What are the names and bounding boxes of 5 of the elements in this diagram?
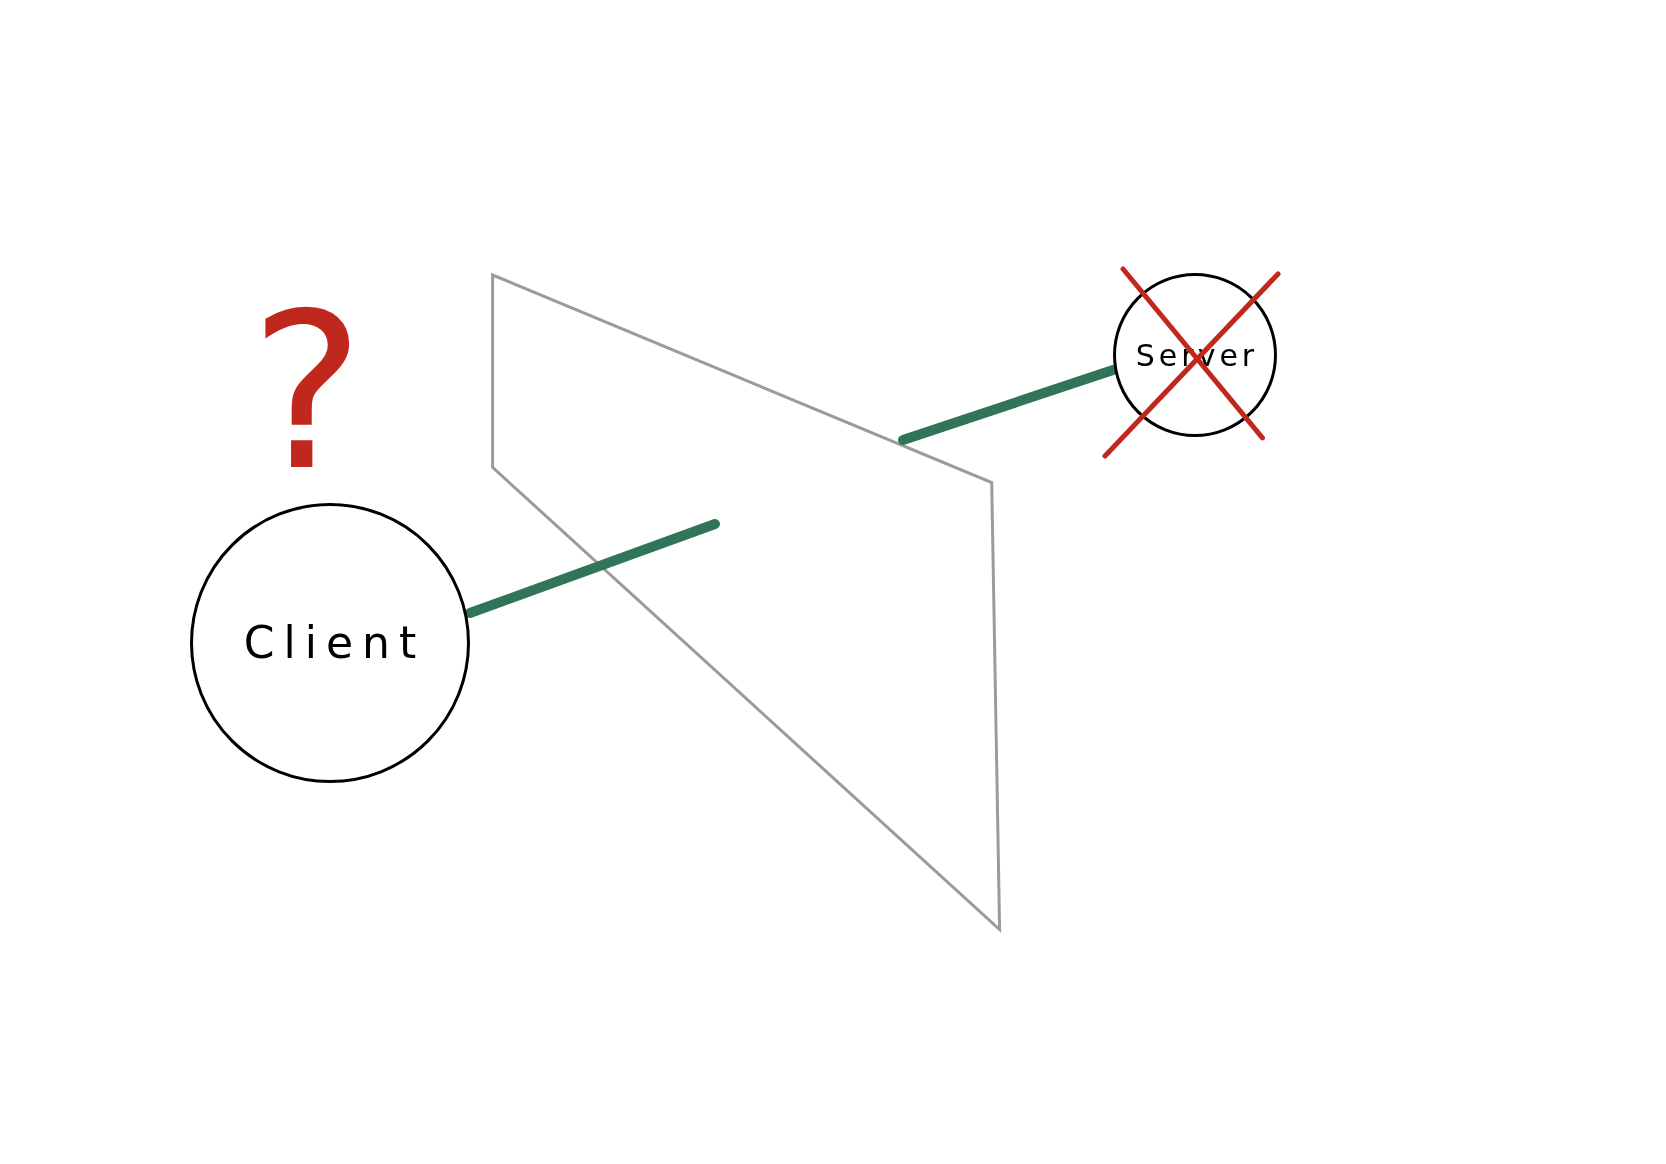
node-label: Client (243, 618, 426, 668)
connector-line (465, 519, 720, 618)
question-mark: ? (250, 285, 365, 500)
wall-panel (491, 273, 1001, 932)
connector-line (898, 365, 1118, 445)
